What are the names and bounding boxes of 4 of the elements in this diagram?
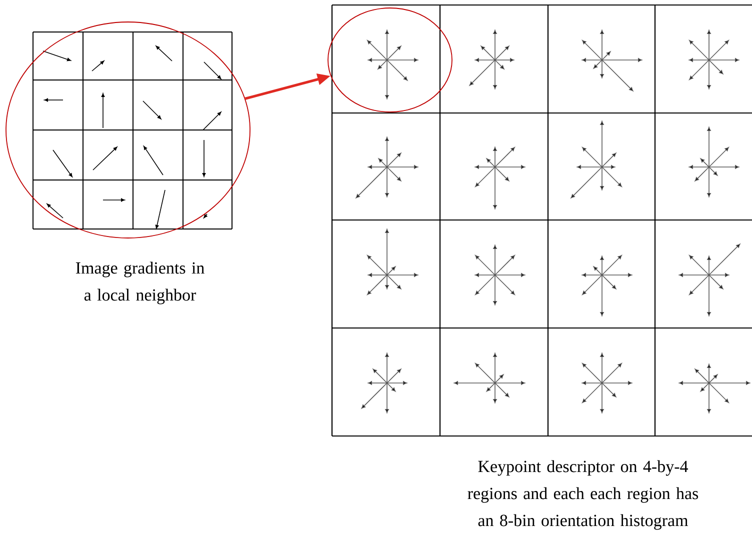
caption: Keypoint descriptor on 4-by-4 regions and each each region has an 8-bin orientation histogram (468, 460, 698, 530)
highlight-ellipse (6, 22, 250, 238)
caption: Image gradients in a local neighbor (76, 262, 204, 304)
highlight-ellipse (328, 8, 452, 112)
